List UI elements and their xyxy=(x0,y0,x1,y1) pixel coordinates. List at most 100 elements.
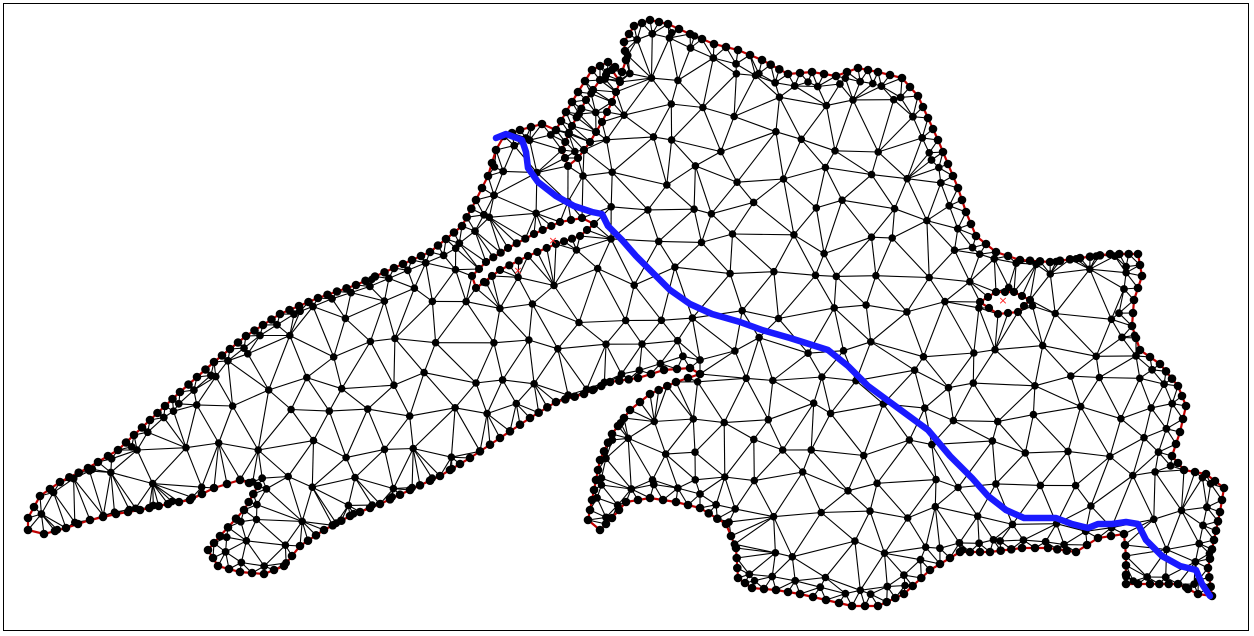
mesh-edge xyxy=(1154,519,1167,549)
mesh-node xyxy=(1072,548,1081,557)
mesh-edge xyxy=(436,302,467,343)
mesh-edge xyxy=(826,106,835,151)
mesh-node xyxy=(71,519,79,527)
mesh-edge xyxy=(872,209,895,238)
mesh-node xyxy=(638,19,647,28)
mesh-edge xyxy=(1099,378,1121,419)
mesh-edge xyxy=(604,344,606,382)
mesh-node xyxy=(668,29,676,37)
mesh-edge xyxy=(612,137,653,172)
mesh-edge xyxy=(1182,511,1200,544)
mesh-node xyxy=(486,440,495,449)
mesh-node xyxy=(1130,577,1138,585)
mesh-edge xyxy=(258,450,288,477)
mesh-edge xyxy=(667,140,672,185)
mesh-edge xyxy=(672,108,703,140)
mesh-edge xyxy=(487,414,510,432)
mesh-edge xyxy=(754,439,755,480)
mesh-edge xyxy=(459,243,486,262)
mesh-node xyxy=(475,265,483,273)
mesh-edge xyxy=(412,449,413,488)
mesh-edge xyxy=(74,479,90,520)
mesh-edge xyxy=(355,449,385,477)
mesh-node xyxy=(944,160,953,169)
mesh-node xyxy=(1115,309,1123,317)
mesh-node xyxy=(725,518,733,526)
mesh-edge xyxy=(534,349,558,384)
mesh-node xyxy=(368,276,376,284)
mesh-node xyxy=(729,230,737,238)
mesh-node xyxy=(612,88,620,96)
mesh-node xyxy=(598,474,606,482)
mesh-edge xyxy=(455,383,476,408)
mesh-edge xyxy=(607,140,613,172)
mesh-node xyxy=(1176,428,1185,437)
mesh-node xyxy=(708,210,716,218)
mesh-node xyxy=(1132,352,1140,360)
mesh-edge xyxy=(74,479,104,516)
mesh-edge xyxy=(774,517,776,553)
mesh-node xyxy=(366,283,374,291)
mesh-node xyxy=(991,346,999,354)
mesh-node xyxy=(273,321,281,329)
mesh-node xyxy=(651,418,659,426)
mesh-node xyxy=(287,406,295,414)
mesh-node xyxy=(722,43,731,52)
mesh-edge xyxy=(568,176,583,202)
mesh-node xyxy=(583,226,591,234)
mesh-node xyxy=(975,539,983,547)
mesh-node xyxy=(381,446,389,454)
mesh-node xyxy=(328,295,336,303)
mesh-node xyxy=(253,501,261,509)
mesh-node xyxy=(132,505,140,513)
mesh-edge xyxy=(197,405,219,443)
mesh-edge xyxy=(654,422,665,455)
mesh-edge xyxy=(871,342,924,357)
mesh-edge xyxy=(346,409,368,458)
mesh-node xyxy=(646,390,655,399)
mesh-edge xyxy=(492,276,500,308)
mesh-node xyxy=(578,214,586,222)
mesh-edge xyxy=(907,179,941,183)
mesh-node xyxy=(242,332,251,341)
mesh-node xyxy=(692,476,700,484)
mesh-edge xyxy=(648,210,659,242)
mesh-edge xyxy=(774,272,779,319)
mesh-node xyxy=(248,569,257,578)
mesh-node xyxy=(175,498,184,507)
mesh-edge xyxy=(370,301,384,341)
mesh-node xyxy=(1005,284,1013,292)
mesh-edge xyxy=(1133,476,1154,520)
mesh-node xyxy=(452,266,460,274)
mesh-node xyxy=(881,549,889,557)
mesh-node xyxy=(565,129,573,137)
mesh-node xyxy=(236,476,244,484)
mesh-node xyxy=(720,419,728,427)
mesh-edge xyxy=(1013,524,1057,525)
mesh-node xyxy=(385,275,393,283)
mesh-node xyxy=(906,83,915,92)
mesh-node xyxy=(658,317,666,325)
mesh-edge xyxy=(754,179,784,202)
mesh-node xyxy=(333,287,342,296)
mesh-edge xyxy=(844,342,871,351)
mesh-node xyxy=(601,379,609,387)
mesh-node xyxy=(342,315,350,323)
mesh-edge xyxy=(816,168,825,208)
mesh-node xyxy=(586,138,594,146)
mesh-edge xyxy=(410,416,414,448)
mesh-node xyxy=(352,281,361,290)
mesh-edge xyxy=(892,221,927,238)
mesh-node xyxy=(144,428,152,436)
mesh-node xyxy=(561,138,569,146)
mesh-edge xyxy=(1182,478,1203,511)
mesh-node xyxy=(672,498,681,507)
mesh-node xyxy=(338,385,346,393)
mesh-edge xyxy=(648,209,694,210)
mesh-edge xyxy=(734,76,755,117)
mesh-node xyxy=(284,473,292,481)
mesh-node xyxy=(713,514,722,523)
mesh-edge xyxy=(394,385,410,416)
mesh-node xyxy=(603,108,611,116)
mesh-node xyxy=(309,303,317,311)
